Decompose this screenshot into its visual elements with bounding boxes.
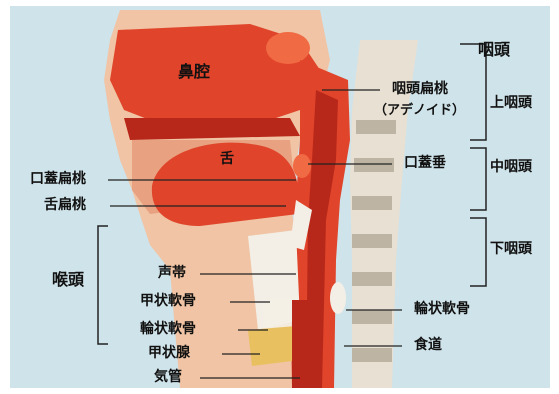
label-esophagus: 食道 <box>414 337 442 353</box>
label-uvula: 口蓋垂 <box>404 155 446 171</box>
uvula-shape <box>293 154 311 178</box>
esophagus-cartilage <box>330 282 346 314</box>
label-trachea: 気管 <box>154 369 182 385</box>
label-pharynx: 咽頭 <box>478 40 511 59</box>
tongue-region <box>151 142 300 226</box>
label-thyroid-gland: 甲状腺 <box>148 345 190 361</box>
label-thyroid-cartilage: 甲状軟骨 <box>140 293 196 309</box>
label-cricoid-cartilage-left: 輪状軟骨 <box>140 321 196 337</box>
label-adenoid-line2: （アデノイド） <box>374 103 466 118</box>
leader-lines <box>108 89 402 379</box>
larynx-bracket <box>97 225 108 345</box>
label-adenoid-line1: 咽頭扁桃 <box>392 81 448 97</box>
label-lingual-tonsil: 舌扁桃 <box>44 197 86 213</box>
pharynx-brackets <box>460 43 487 287</box>
label-vocal-cords: 声帯 <box>158 265 186 281</box>
label-epipharynx: 上咽頭 <box>490 95 532 111</box>
label-mesopharynx: 中咽頭 <box>490 159 532 175</box>
thyroid-gland-shape <box>248 326 300 366</box>
trachea-shape <box>292 300 316 388</box>
label-nasal-cavity: 鼻腔 <box>178 62 211 81</box>
label-tongue: 舌 <box>220 151 234 167</box>
label-larynx: 喉頭 <box>52 270 85 289</box>
palate <box>124 118 300 140</box>
label-cricoid-cartilage-right: 輪状軟骨 <box>414 301 470 317</box>
label-palatine-tonsil: 口蓋扁桃 <box>30 171 86 187</box>
spine <box>350 40 418 388</box>
label-hypopharynx: 下咽頭 <box>490 241 532 257</box>
